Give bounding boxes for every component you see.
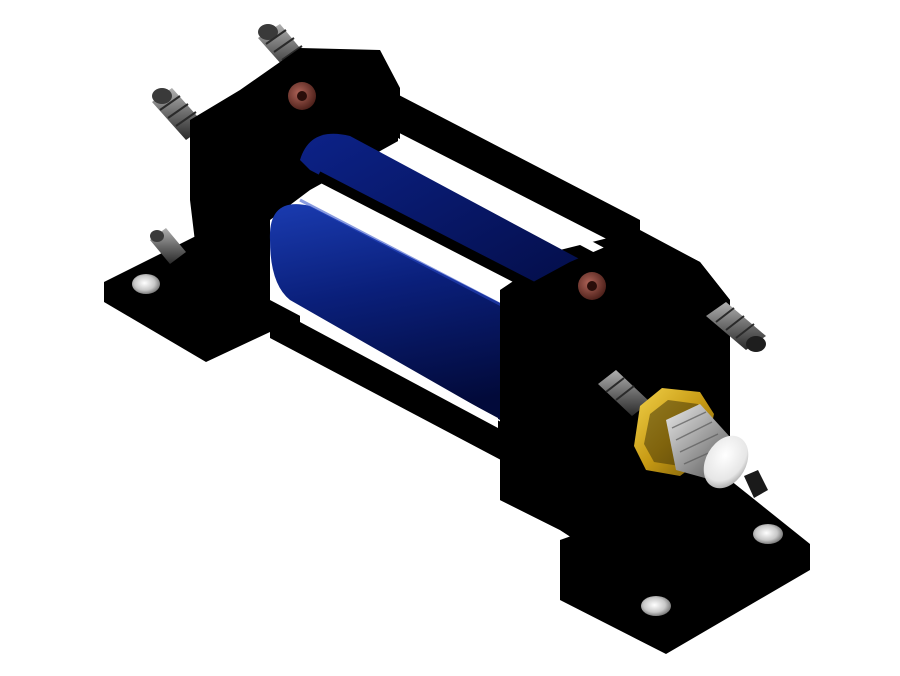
rod-lower-stub	[744, 470, 768, 498]
piston-rod	[666, 404, 749, 489]
rod-end-face	[703, 435, 749, 489]
frame-gap-top	[398, 138, 612, 262]
mount-hole-front-left	[641, 596, 671, 616]
front-foot-mount	[560, 480, 810, 654]
tie-rod-thread-front-left	[598, 370, 650, 416]
mount-hole-front-right	[753, 524, 783, 544]
mount-hole-rear	[132, 274, 160, 294]
tie-rod-thread-front-right	[706, 302, 766, 352]
tie-rod-thread-rear-lower	[150, 228, 186, 264]
frame-gap-bottom	[300, 312, 498, 428]
